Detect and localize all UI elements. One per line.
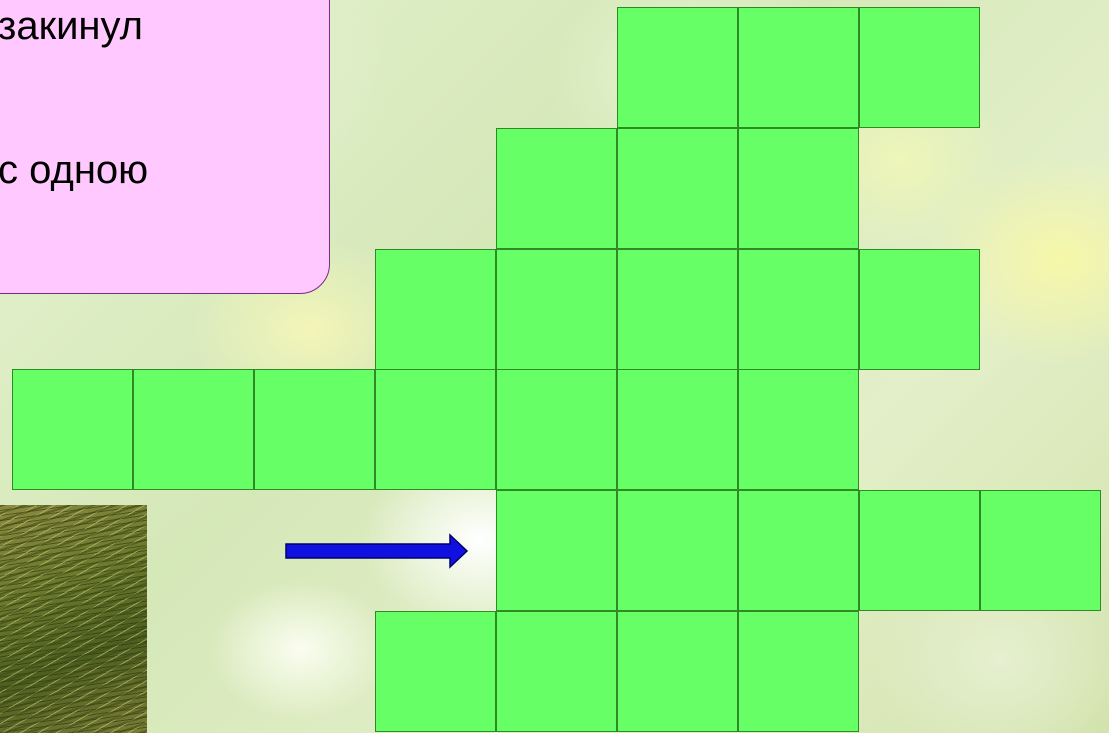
crossword-cell[interactable] [738, 369, 859, 490]
crossword-cell[interactable] [617, 7, 738, 128]
crossword-cell[interactable] [133, 369, 254, 490]
crossword-cell[interactable] [617, 128, 738, 249]
crossword-cell[interactable] [375, 611, 496, 732]
crossword-cell[interactable] [496, 369, 617, 490]
crossword-cell[interactable] [496, 249, 617, 370]
right-arrow-icon [284, 533, 469, 569]
crossword-cell[interactable] [738, 128, 859, 249]
crossword-cell[interactable] [738, 7, 859, 128]
crossword-cell[interactable] [617, 369, 738, 490]
crossword-cell[interactable] [496, 128, 617, 249]
grass-photo [0, 505, 147, 733]
crossword-cell[interactable] [980, 490, 1101, 611]
crossword-cell[interactable] [859, 7, 980, 128]
crossword-cell[interactable] [738, 490, 859, 611]
crossword-cell[interactable] [617, 611, 738, 732]
crossword-cell[interactable] [375, 249, 496, 370]
crossword-cell[interactable] [738, 249, 859, 370]
crossword-cell[interactable] [859, 249, 980, 370]
crossword-cell[interactable] [738, 611, 859, 732]
crossword-cell[interactable] [496, 611, 617, 732]
crossword-cell[interactable] [859, 490, 980, 611]
crossword-cell[interactable] [375, 369, 496, 490]
crossword-cell[interactable] [617, 490, 738, 611]
crossword-cell[interactable] [12, 369, 133, 490]
clue-text-line-2: с одною [0, 150, 148, 190]
crossword-cell[interactable] [254, 369, 375, 490]
clue-text-line-1: закинул [0, 6, 143, 46]
crossword-cell[interactable] [496, 490, 617, 611]
crossword-cell[interactable] [617, 249, 738, 370]
